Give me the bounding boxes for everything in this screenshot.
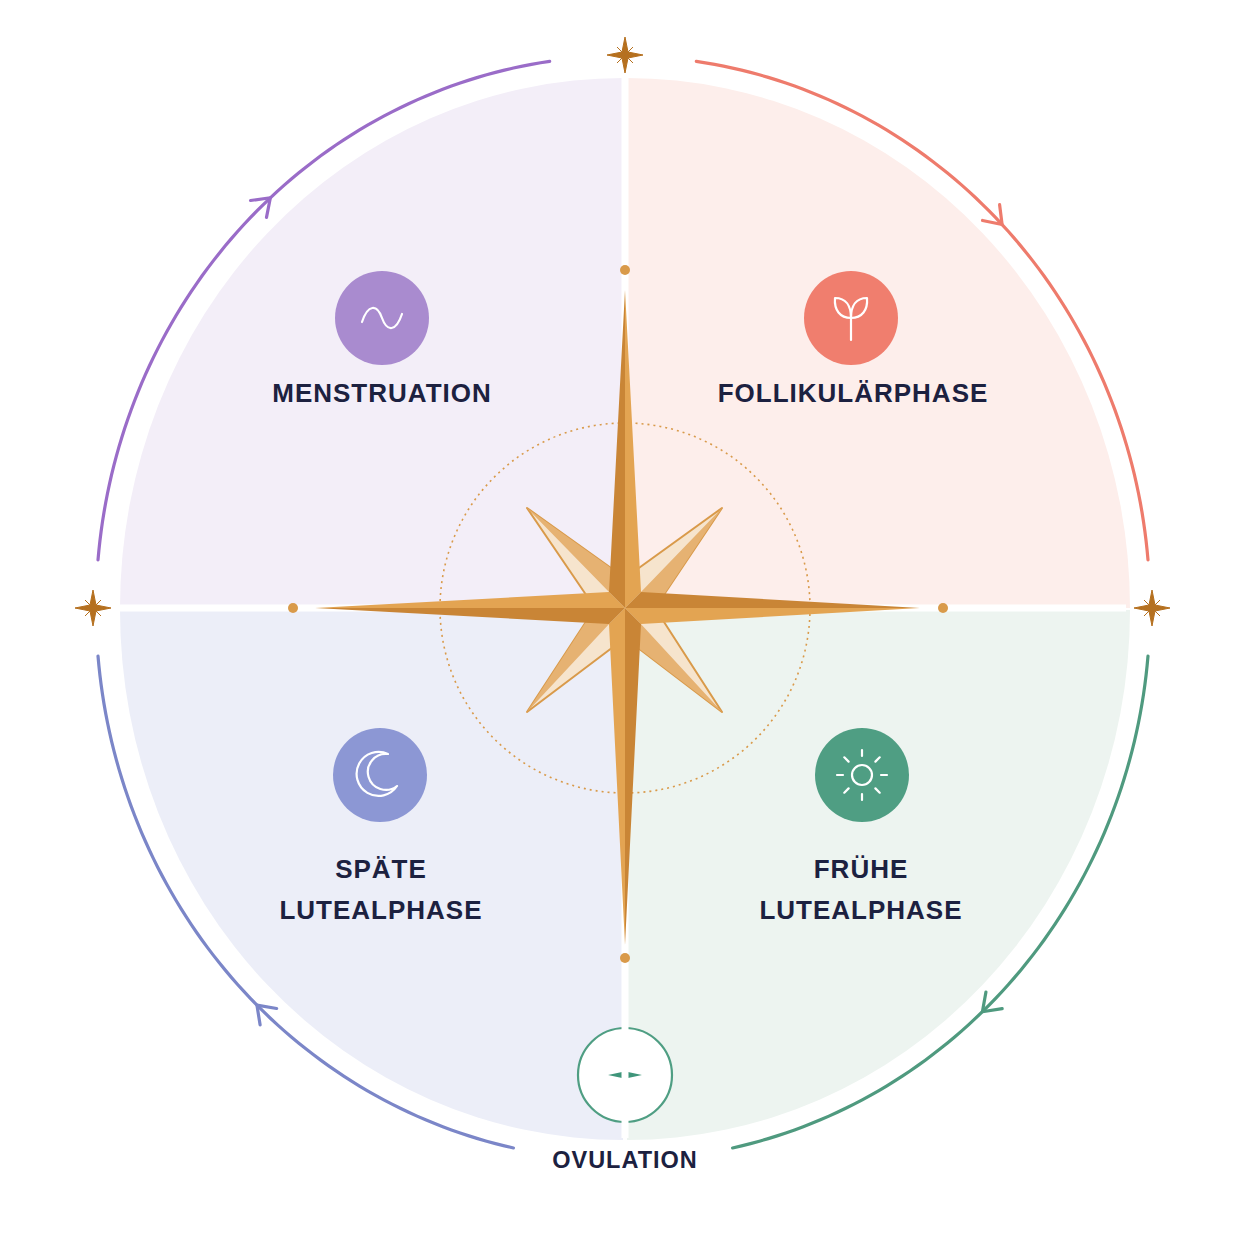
arrowhead — [983, 205, 1003, 225]
sun-icon — [815, 728, 909, 822]
arrowhead — [982, 992, 1002, 1012]
sprout-icon — [804, 271, 898, 365]
cycle-arcs — [98, 61, 1148, 1148]
moon-icon — [333, 728, 427, 822]
arrowhead — [251, 198, 271, 218]
marker-dot — [620, 953, 630, 963]
marker-dot — [938, 603, 948, 613]
small-star — [75, 590, 111, 626]
phase-label: FOLLIKULÄRPHASE — [683, 373, 1023, 414]
ovulation-star — [608, 1058, 642, 1092]
wave-icon — [335, 271, 429, 365]
ovulation-ring — [578, 1028, 672, 1122]
small-star — [607, 37, 643, 73]
quadrant-fill — [120, 78, 623, 608]
small-star — [1134, 590, 1170, 626]
phase-label: SPÄTE LUTEALPHASE — [261, 849, 501, 931]
arrowhead — [257, 1005, 277, 1025]
quadrant-fill — [120, 610, 623, 1140]
phase-label: OVULATION — [525, 1140, 725, 1181]
quadrant-fill — [627, 610, 1130, 1140]
quadrant-fill — [627, 78, 1130, 608]
phase-label: FRÜHE LUTEALPHASE — [741, 849, 981, 931]
phase-label: MENSTRUATION — [212, 373, 552, 414]
small-stars — [75, 37, 1170, 626]
marker-dot — [288, 603, 298, 613]
marker-dot — [620, 265, 630, 275]
